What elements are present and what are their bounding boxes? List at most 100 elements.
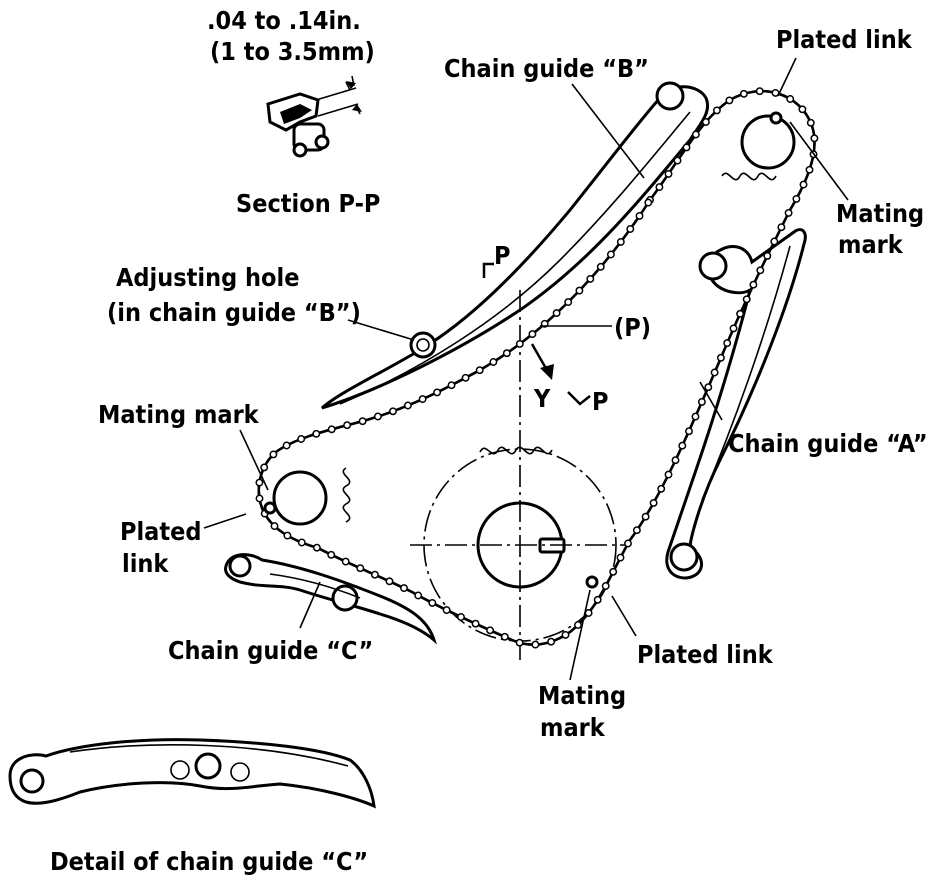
label-clearance-mm: (1 to 3.5mm)	[210, 37, 375, 66]
chain-roller	[798, 105, 807, 114]
chain-roller	[385, 577, 394, 586]
chain-roller	[763, 251, 772, 260]
chain-roller	[810, 134, 819, 143]
chain-guide-b	[321, 81, 709, 410]
chain-roller	[701, 118, 710, 126]
chain-roller	[685, 427, 693, 436]
chain-roller	[269, 450, 278, 459]
chain-roller	[736, 309, 745, 318]
chain-roller	[739, 89, 748, 98]
label-section-marker-p-paren: (P)	[614, 313, 651, 342]
chain-roller	[433, 388, 442, 397]
chain-roller	[601, 582, 610, 590]
chain-roller	[418, 395, 427, 404]
label-plated-link-left-1: Plated	[120, 517, 201, 546]
chain-roller	[644, 198, 653, 207]
chain-roller	[657, 484, 666, 493]
chain-roller	[356, 564, 365, 573]
chain-roller	[327, 425, 336, 434]
chain-roller	[428, 598, 437, 607]
chain-roller	[502, 349, 511, 358]
chain-roller	[447, 381, 456, 390]
chain-guide-c-detail	[8, 738, 376, 809]
chain-roller	[624, 539, 632, 548]
chain-roller	[729, 324, 738, 333]
label-section-marker-p-bottom: P	[592, 387, 608, 416]
leader-lines	[203, 57, 849, 681]
chain-roller	[770, 237, 779, 246]
chain-roller	[626, 225, 635, 233]
chain-roller	[593, 595, 602, 604]
chain-roller	[515, 638, 524, 647]
chain-roller	[606, 250, 615, 259]
chain-roller	[671, 456, 680, 465]
chain-roller	[561, 630, 570, 639]
chain-roller	[655, 183, 664, 192]
chain-roller	[400, 584, 408, 593]
chain-roller	[786, 95, 795, 103]
label-chain-guide-c: Chain guide “C”	[168, 636, 373, 665]
chain-roller	[725, 96, 734, 105]
chain-roller	[678, 441, 687, 450]
label-chain-guide-b: Chain guide “B”	[444, 54, 649, 83]
chain-roller	[442, 606, 451, 615]
chain-roller	[682, 143, 691, 152]
labels: .04 to .14in. (1 to 3.5mm) Section P-P C…	[50, 6, 928, 876]
chain-roller	[805, 165, 814, 174]
section-pp-inset	[266, 75, 362, 158]
chain-roller	[312, 543, 321, 552]
chain-roller	[389, 407, 397, 416]
label-plated-link-bottom: Plated link	[637, 640, 774, 669]
chain-roller	[552, 309, 561, 318]
label-section-marker-p-top: P	[494, 241, 510, 270]
chain-roller	[649, 498, 658, 507]
chain-roller	[704, 383, 713, 392]
chain-roller	[806, 118, 815, 127]
camshaft-sprocket	[721, 114, 796, 181]
chain-roller	[755, 87, 764, 96]
chain-roller	[742, 295, 751, 304]
label-mating-mark-top-2: mark	[838, 230, 904, 259]
chain-roller	[575, 286, 584, 295]
label-section-pp: Section P-P	[236, 189, 380, 218]
chain-roller	[584, 609, 593, 617]
chain-roller	[710, 368, 719, 377]
chain-roller	[255, 478, 264, 487]
chain-roller	[414, 591, 423, 600]
chain-roller	[475, 366, 484, 375]
chain-roller	[641, 512, 650, 521]
crankshaft-sprocket	[410, 290, 630, 660]
chain-roller	[528, 330, 537, 339]
chain-roller	[283, 531, 292, 540]
chain-roller	[664, 470, 673, 479]
chain-roller	[756, 266, 765, 275]
chain-roller	[373, 412, 382, 421]
label-mating-mark-bottom-2: mark	[540, 713, 606, 742]
label-adjusting-hole-1: Adjusting hole	[116, 263, 299, 292]
chain-roller	[327, 550, 336, 559]
label-mating-mark-top-1: Mating	[836, 199, 924, 228]
chain-roller	[716, 353, 725, 362]
label-mating-mark-bottom-1: Mating	[538, 681, 626, 710]
chain-roller	[616, 237, 625, 246]
chain-roller	[547, 637, 556, 646]
chain-roller	[343, 421, 352, 430]
chain-roller	[673, 156, 682, 165]
chain-roller	[531, 640, 540, 649]
chain-roller	[270, 522, 279, 531]
chain-roller	[461, 373, 470, 382]
chain-roller	[500, 632, 509, 641]
chain-roller	[358, 417, 367, 426]
chain-roller	[312, 429, 321, 438]
chain-roller	[777, 223, 786, 232]
chain-roller	[697, 397, 706, 406]
label-arrow-y: Y	[533, 384, 551, 413]
chain-roller	[255, 494, 264, 503]
label-plated-link-left-2: link	[122, 549, 169, 578]
chain-roller	[341, 557, 350, 566]
chain-roller	[792, 194, 801, 203]
chain-roller	[799, 180, 808, 189]
chain-roller	[586, 274, 595, 283]
chain-roller	[691, 412, 700, 421]
